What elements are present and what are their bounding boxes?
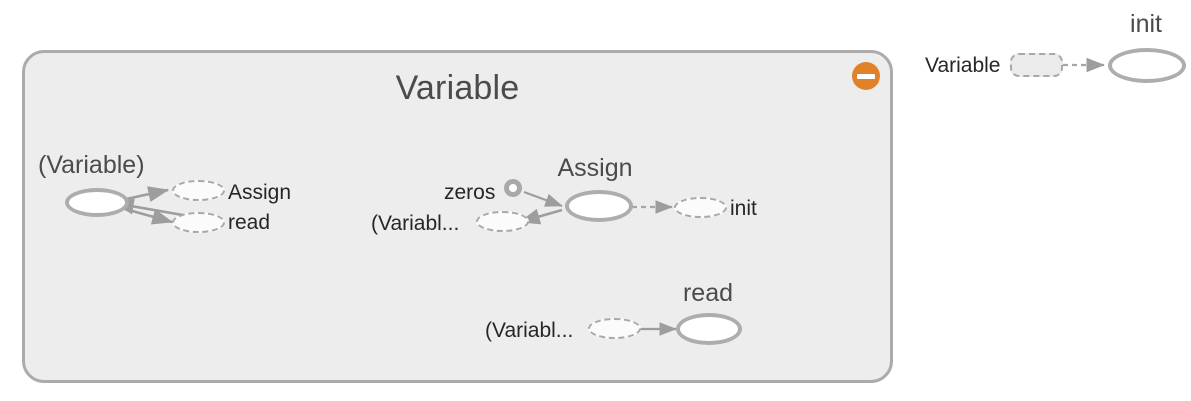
label-variable-source: (Variable) bbox=[38, 151, 145, 179]
node-variable-ref-bottom[interactable] bbox=[588, 318, 641, 339]
node-variable-ref-middle[interactable] bbox=[476, 211, 529, 232]
label-variable-external: Variable bbox=[925, 54, 1001, 77]
label-read-bottom: read bbox=[682, 279, 734, 307]
label-assign-left: Assign bbox=[228, 181, 292, 204]
label-assign-middle: Assign bbox=[557, 154, 633, 182]
node-zeros[interactable] bbox=[504, 179, 522, 197]
node-variable-source[interactable] bbox=[65, 188, 129, 217]
minus-circle-icon[interactable] bbox=[852, 62, 880, 90]
node-assign-middle[interactable] bbox=[565, 190, 633, 222]
scope-title: Variable bbox=[395, 69, 520, 107]
minus-bar bbox=[857, 74, 875, 79]
node-read-ref-left[interactable] bbox=[172, 212, 225, 233]
label-zeros: zeros bbox=[444, 181, 496, 204]
label-variable-ref-middle: (Variabl... bbox=[371, 212, 460, 235]
label-init-external: init bbox=[1130, 10, 1162, 38]
label-variable-ref-bottom: (Variabl... bbox=[485, 319, 574, 342]
node-assign-ref-left[interactable] bbox=[172, 180, 225, 201]
node-init-ref-middle[interactable] bbox=[674, 197, 727, 218]
node-variable-ref-external[interactable] bbox=[1010, 53, 1063, 77]
label-init-middle: init bbox=[730, 197, 757, 220]
label-read-left: read bbox=[228, 211, 271, 234]
node-init-external[interactable] bbox=[1108, 48, 1186, 83]
node-read-bottom[interactable] bbox=[676, 313, 742, 345]
